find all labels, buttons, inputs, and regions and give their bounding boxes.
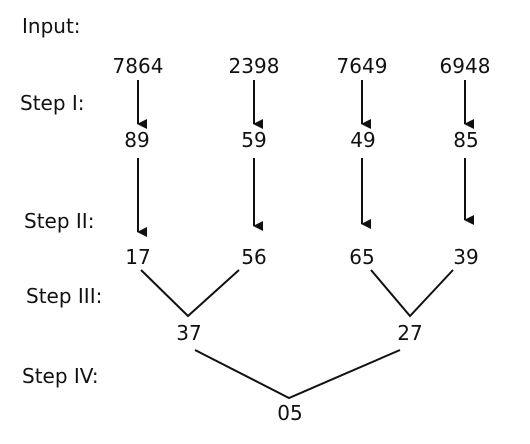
label-step2: Step II: (24, 209, 95, 233)
step2-value: 56 (241, 245, 267, 269)
connector-37-27-to-05 (194, 349, 401, 400)
label-step3: Step III: (26, 284, 103, 308)
step2-value: 17 (125, 245, 151, 269)
input-value: 6948 (439, 54, 491, 78)
input-value: 7649 (336, 54, 388, 78)
connector-65-39-to-27 (370, 269, 454, 318)
step3-value: 27 (397, 321, 423, 345)
step1-value: 49 (350, 128, 376, 152)
label-step4: Step IV: (22, 364, 99, 388)
label-input: Input: (22, 14, 81, 38)
step2-value: 65 (349, 245, 375, 269)
step4-value: 05 (277, 401, 303, 425)
label-step1: Step I: (20, 91, 85, 115)
step1-value: 59 (241, 128, 267, 152)
step2-value: 39 (453, 245, 479, 269)
step3-value: 37 (176, 321, 202, 345)
connector-17-56-to-37 (140, 269, 240, 318)
step1-value: 89 (124, 128, 150, 152)
input-value: 2398 (228, 54, 280, 78)
input-value: 7864 (112, 54, 164, 78)
step1-value: 85 (453, 128, 479, 152)
